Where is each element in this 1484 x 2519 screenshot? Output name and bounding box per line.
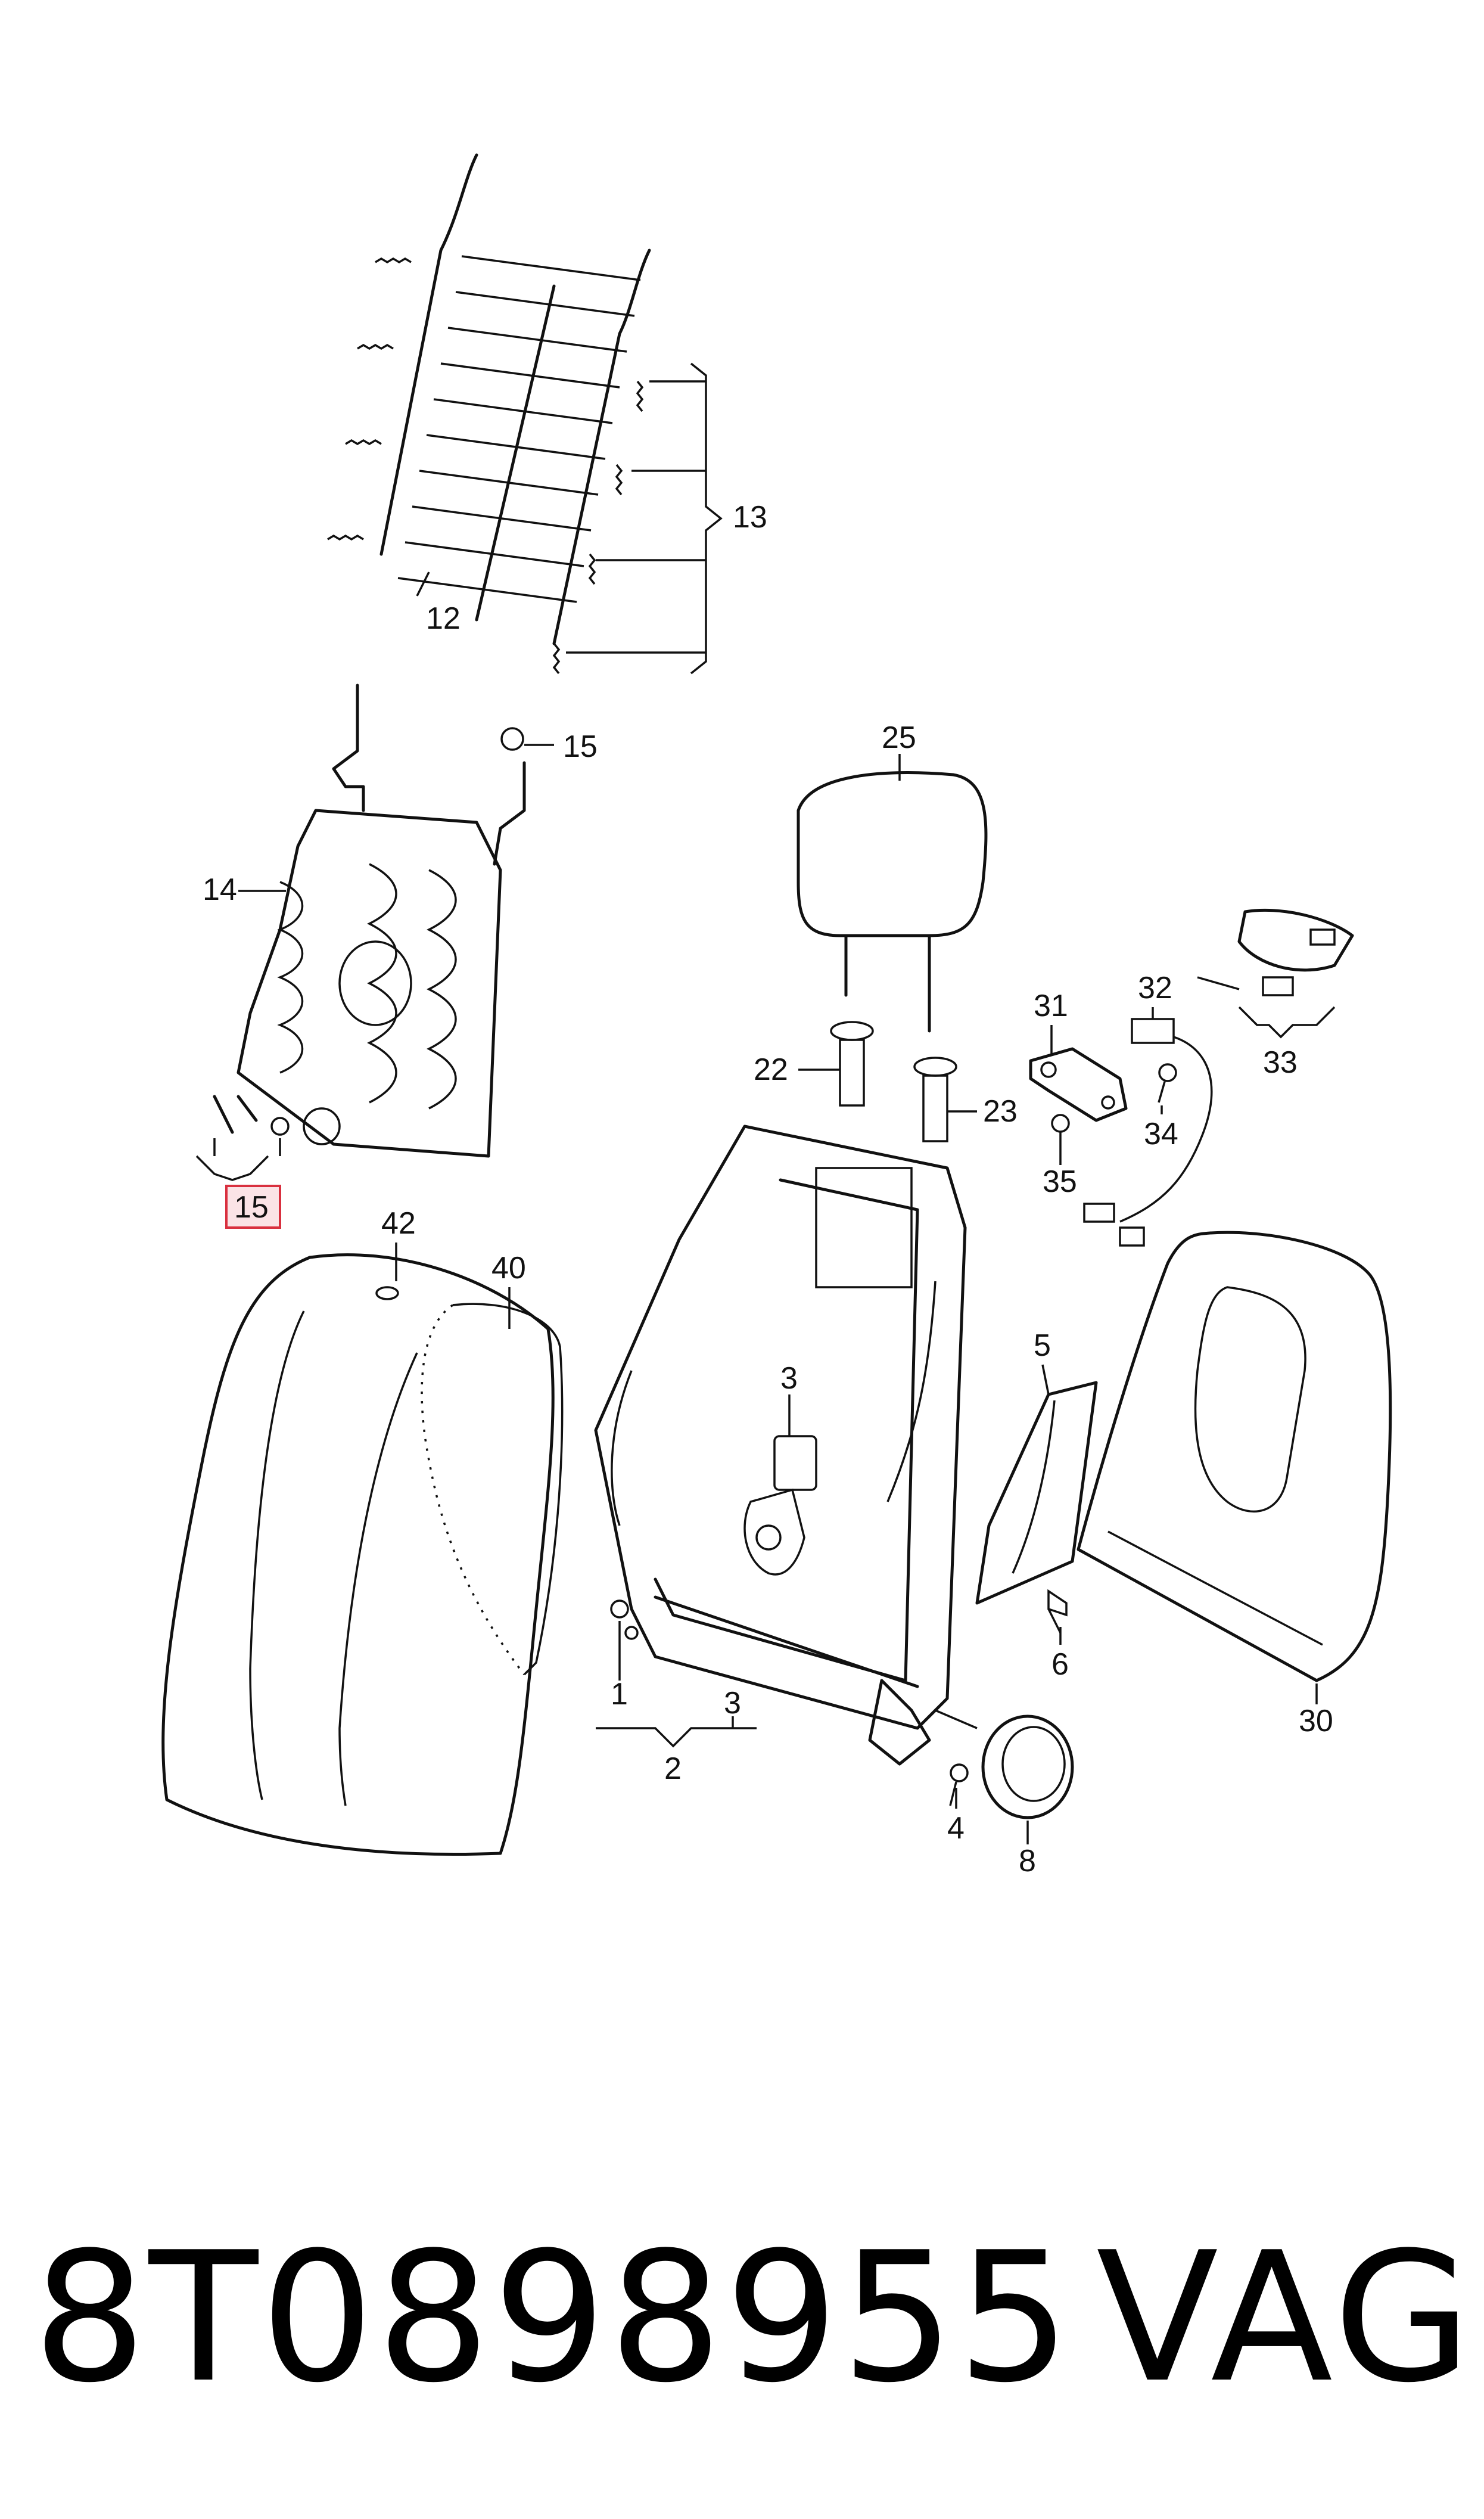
part-31-bracket [1029, 1047, 1128, 1122]
callout-33-bracket [1197, 976, 1336, 1039]
part-23-guide [913, 1057, 957, 1142]
part-33-clip [1237, 908, 1354, 996]
callout-3-motor: 3 [780, 1361, 798, 1396]
callout-33: 33 [1263, 1045, 1298, 1080]
callout-23: 23 [983, 1094, 1018, 1129]
part-3-motor [743, 1435, 817, 1576]
callout-3-frame: 3 [724, 1686, 741, 1720]
diagram-canvas: 12 13 14 15 15 42 40 25 22 23 3 1 3 2 4 … [161, 153, 1392, 1878]
part-5-side-panel [975, 1381, 1098, 1605]
callout-31: 31 [1034, 989, 1068, 1023]
part-42-seat-cover [161, 1253, 564, 1856]
part-32-harness [1083, 1018, 1213, 1247]
callout-6: 6 [1051, 1647, 1069, 1682]
part-4-screw [949, 1763, 969, 1806]
part-15-pins [195, 1095, 290, 1181]
footer-caption: 8T0898955 VAG [0, 2229, 1484, 2479]
part-1-seat-frame [594, 1125, 967, 1766]
callout-12: 12 [426, 601, 461, 636]
callout-2-bracket [596, 1727, 757, 1748]
callout-32: 32 [1138, 971, 1172, 1005]
brand-label: VAG [1096, 2214, 1476, 2422]
part-14-lumbar-support [237, 684, 526, 1158]
callout-15-top: 15 [563, 729, 598, 764]
part-6-bolt [1047, 1589, 1068, 1633]
callout-30: 30 [1299, 1704, 1333, 1738]
callout-14: 14 [203, 872, 237, 907]
part-22-guide [830, 1021, 874, 1107]
callout-35: 35 [1043, 1164, 1077, 1199]
highlight-box-15 [225, 1185, 281, 1229]
callout-13: 13 [733, 500, 767, 535]
callout-13-bracket [566, 362, 723, 675]
part-34-bolt [1158, 1063, 1177, 1103]
callout-40: 40 [491, 1251, 526, 1285]
leader-5 [1041, 1364, 1050, 1395]
callout-2: 2 [664, 1751, 682, 1786]
callout-34: 34 [1144, 1117, 1178, 1151]
part-30-back-panel [1077, 1231, 1392, 1682]
callout-4: 4 [947, 1811, 965, 1846]
callout-8: 8 [1019, 1844, 1036, 1878]
callout-42: 42 [381, 1206, 416, 1241]
part-8-knob [935, 1709, 1074, 1819]
callout-22: 22 [754, 1052, 788, 1087]
part-35-screw [1051, 1114, 1070, 1150]
leader-12 [416, 571, 430, 597]
part-12-wire-mesh [327, 153, 651, 675]
part-number: 8T0898955 [33, 2214, 1074, 2422]
callout-1: 1 [611, 1677, 628, 1712]
callout-25: 25 [882, 720, 916, 755]
callout-15-highlighted: 15 [234, 1190, 269, 1225]
callout-5: 5 [1034, 1328, 1051, 1363]
part-25-headrest [797, 771, 988, 1033]
